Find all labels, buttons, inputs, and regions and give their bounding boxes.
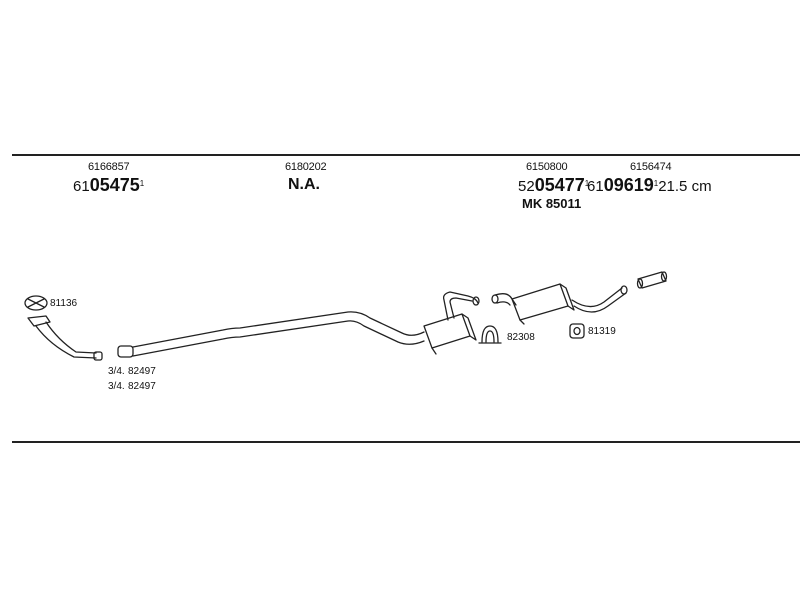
rubber-ring-icon — [569, 323, 585, 339]
part-number-middle-pipe: N.A. — [288, 176, 320, 193]
part-number-front-pipe: 61054751 — [73, 175, 145, 195]
oe-number-3: 6150800 — [526, 161, 568, 173]
bolt-2-part-number: 82497 — [128, 381, 156, 392]
oe-number-1: 6166857 — [88, 161, 130, 173]
rubber-ring-part-number: 81319 — [588, 326, 616, 337]
middle-silencer-icon — [423, 291, 480, 355]
bolt-1-part-number: 82497 — [128, 366, 156, 377]
part-number-rear-silencer: 6109619121.5 cm — [587, 175, 712, 195]
part-number-middle-silencer: 52054771 — [518, 175, 590, 195]
mounting-kit-number: MK 85011 — [522, 196, 582, 211]
clamp-icon — [478, 325, 502, 344]
gasket-icon — [24, 295, 48, 311]
rear-silencer-icon — [491, 283, 628, 325]
middle-pipe-icon — [117, 311, 425, 358]
bolt-1-prefix: 3/4. — [108, 366, 125, 377]
gasket-part-number: 81136 — [50, 298, 78, 309]
front-pipe-icon — [27, 315, 103, 361]
bottom-rule — [12, 441, 800, 443]
clamp-part-number: 82308 — [507, 332, 535, 343]
bolt-2-prefix: 3/4. — [108, 381, 125, 392]
oe-number-4: 6156474 — [630, 161, 672, 173]
oe-number-2: 6180202 — [285, 161, 327, 173]
tail-pipe-icon — [636, 271, 668, 289]
top-rule — [12, 154, 800, 156]
